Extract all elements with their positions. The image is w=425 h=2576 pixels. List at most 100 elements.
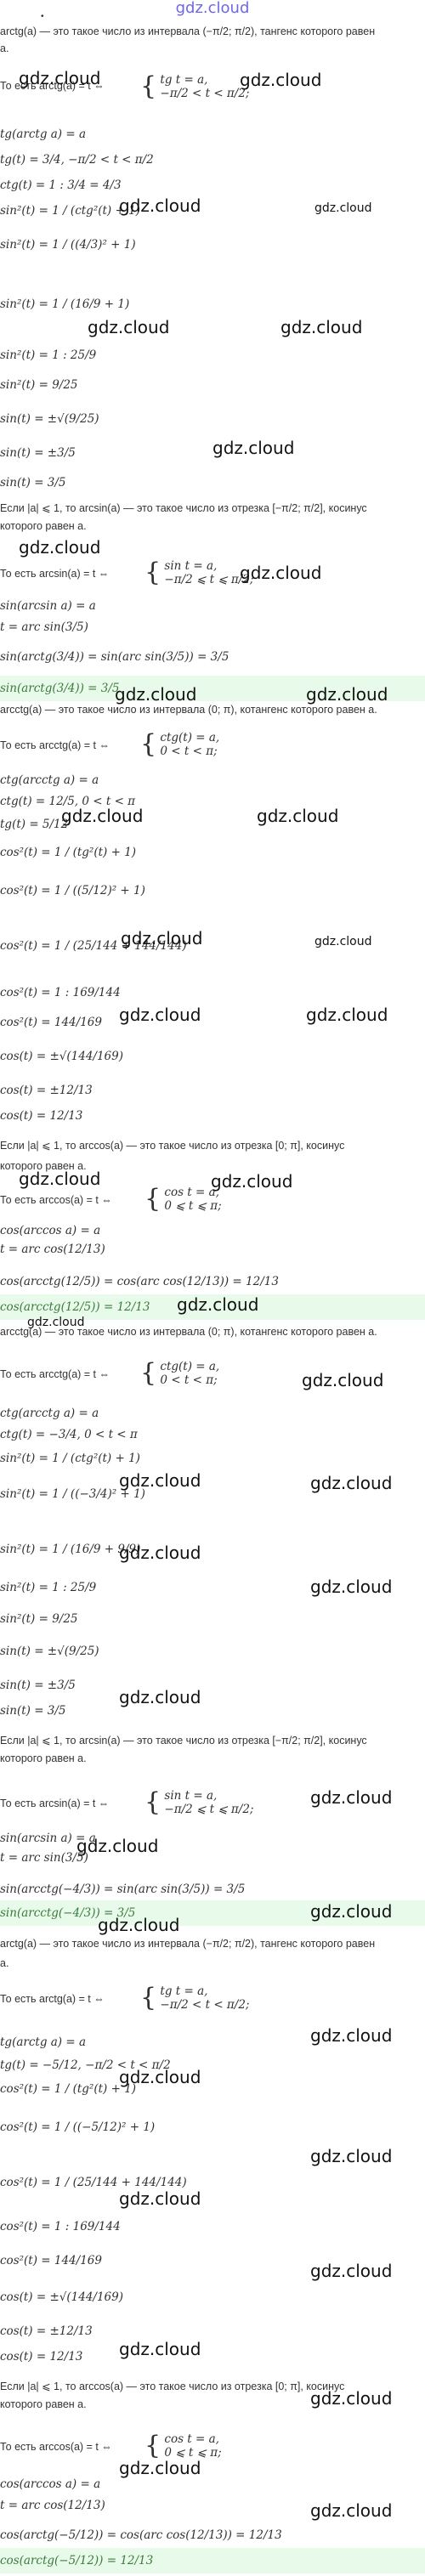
s2-l4: cos²(t) = 1 / (tg²(t) + 1) [0,846,137,859]
s2-def-lead: То есть arcctg(a) = t ⇔ [0,739,110,751]
s4-arccos-system: { cos t = a,0 ⩽ t ⩽ π; [144,2431,425,2460]
s4-l2: tg(t) = −5/12, −π/2 < t < π/2 [0,2058,171,2072]
s1-sys2: −π/2 < t < π/2; [160,86,250,100]
brace-icon: { [140,71,157,101]
brace-icon: { [140,1983,157,2013]
s3-asys2: −π/2 ⩽ t ⩽ π/2; [164,1802,254,1816]
s3-arcsin-intro2: которого равен a. [0,1752,87,1764]
s2-m2: t = arc cos(12/13) [0,1243,105,1256]
s2-l3: tg(t) = 5/12 [0,818,69,831]
s4-arccos-intro2: которого равен a. [0,2398,87,2410]
watermark: gdz.cloud [310,2388,393,2409]
watermark: gdz.cloud [314,201,372,215]
s2-arccos-intro: Если |a| ⩽ 1, то arccos(a) — это такое ч… [0,1140,345,1152]
watermark: gdz.cloud [61,806,144,826]
s1-l6: sin²(t) = 1 / (16/9 + 1) [0,297,130,311]
s3-asys1: sin t = a, [164,1788,218,1803]
s4-def-lead: То есть arctg(a) = t ⇔ [0,1993,105,2005]
s4-intro: arctg(a) — это такое число из интервала … [0,1938,376,1950]
watermark: gdz.cloud [310,2146,393,2166]
s1-arcsin-intro: Если |a| ⩽ 1, то arcsin(a) — это такое ч… [0,502,367,514]
s4-intro-end: a. [0,1957,9,1969]
s4-m2: t = arc cos(12/13) [0,2499,105,2512]
s1-sys1: tg t = a, [160,72,208,87]
s2-intro: arcctg(a) — это такое число из интервала… [0,704,377,716]
s2-sys2: 0 < t < π; [160,744,218,758]
watermark: gdz.cloud [257,806,339,826]
watermark: gdz.cloud [88,317,170,337]
s4-sys1: tg t = a, [160,1984,208,1998]
s2-l9: cos(t) = ±√(144/169) [0,1050,123,1063]
s3-arcsin-def: То есть arcsin(a) = t ⇔ [0,1798,110,1809]
s2-l6: cos²(t) = 1 / (25/144 + 144/144) [0,939,187,953]
s4-l5: cos²(t) = 1 / (25/144 + 144/144) [0,2176,187,2189]
watermark: gdz.cloud [119,2067,201,2087]
watermark: gdz.cloud [211,1171,293,1192]
s4-system: { tg t = a,−π/2 < t < π/2; [140,1983,425,2013]
s3-sys2: 0 < t < π; [160,1373,218,1387]
watermark: gdz.cloud [119,1470,201,1491]
watermark: gdz.cloud [119,2458,201,2478]
watermark: gdz.cloud [19,537,101,558]
s3-l2: ctg(t) = −3/4, 0 < t < π [0,1428,138,1441]
s1-intro: arctg(a) — это такое число из интервала … [0,25,376,37]
watermark: gdz.cloud [306,1005,388,1025]
brace-icon: { [140,1358,157,1388]
s4-arccos-def: То есть arccos(a) = t ⇔ [0,2441,112,2453]
s2-result-highlight [0,1294,425,1320]
watermark: gdz.cloud [19,1169,101,1189]
s4-l9: cos(t) = ±12/13 [0,2324,93,2338]
s2-system: { ctg(t) = a,0 < t < π; [140,729,425,759]
s2-arccos-def: То есть arccos(a) = t ⇔ [0,1194,112,1206]
watermark: gdz.cloud [240,70,322,90]
watermark: gdz.cloud [119,1543,201,1563]
s3-l5: sin²(t) = 1 / (16/9 + 9/9) [0,1543,141,1556]
s2-asys2: 0 ⩽ t ⩽ π; [164,1198,222,1213]
site-logo[interactable]: gdz.cloud [175,0,250,17]
s1-arcsin-system: { sin t = a,−π/2 ⩽ t ⩽ π/2; [144,558,425,587]
s2-m3: cos(arcctg(12/5)) = cos(arc cos(12/13)) … [0,1275,279,1288]
s3-arcsin-system: { sin t = a,−π/2 ⩽ t ⩽ π/2; [144,1787,425,1817]
watermark: gdz.cloud [19,68,101,88]
brace-icon: { [140,729,157,759]
s3-l7: sin²(t) = 9/25 [0,1612,78,1626]
s1-l11: sin(t) = 3/5 [0,476,66,490]
brace-icon: { [144,558,162,587]
s4-result: cos(arctg(−5/12)) = 12/13 [0,2554,154,2568]
watermark: gdz.cloud [310,2500,393,2521]
s2-m1: cos(arccos a) = a [0,1224,101,1237]
watermark: gdz.cloud [119,2339,201,2359]
s2-l10: cos(t) = ±12/13 [0,1084,93,1097]
brace-icon: { [144,1184,162,1214]
s1-l8: sin²(t) = 9/25 [0,378,78,392]
s4-l1: tg(arctg a) = a [0,2035,87,2049]
s2-l5: cos²(t) = 1 / ((5/12)² + 1) [0,884,145,897]
s3-result-highlight [0,1900,425,1926]
s4-l6: cos²(t) = 1 : 169/144 [0,2220,121,2233]
s3-arcsin-intro: Если |a| ⩽ 1, то arcsin(a) — это такое ч… [0,1735,367,1747]
watermark: gdz.cloud [119,1687,201,1707]
s4-m1: cos(arccos a) = a [0,2477,101,2491]
s1-arcsin-intro2: которого равен a. [0,520,87,532]
s3-sys1: ctg(t) = a, [160,1359,220,1373]
watermark: gdz.cloud [310,1787,393,1808]
watermark: gdz.cloud [310,1577,393,1597]
watermark: gdz.cloud [310,2261,393,2281]
watermark: gdz.cloud [115,684,197,705]
s1-m1: sin(arcsin a) = a [0,599,96,613]
s1-l2: tg(t) = 3/4, −π/2 < t < π/2 [0,153,154,167]
s3-l10: sin(t) = 3/5 [0,1704,66,1718]
s1-system: { tg t = a,−π/2 < t < π/2; [140,71,425,101]
watermark: gdz.cloud [76,1836,159,1856]
s1-arcsin-def: То есть arcsin(a) = t ⇔ [0,568,110,580]
s1-l3: ctg(t) = 1 : 3/4 = 4/3 [0,178,122,192]
s1-result-highlight [0,676,425,701]
watermark: gdz.cloud [212,438,295,458]
watermark: gdz.cloud [310,1473,393,1493]
s4-l3: cos²(t) = 1 / (tg²(t) + 1) [0,2082,137,2096]
s2-sys1: ctg(t) = a, [160,730,220,744]
s2-asys1: cos t = a, [164,1185,219,1199]
watermark: gdz.cloud [119,1005,201,1025]
watermark: gdz.cloud [177,1294,259,1315]
s1-l5: sin²(t) = 1 / ((4/3)² + 1) [0,238,136,252]
